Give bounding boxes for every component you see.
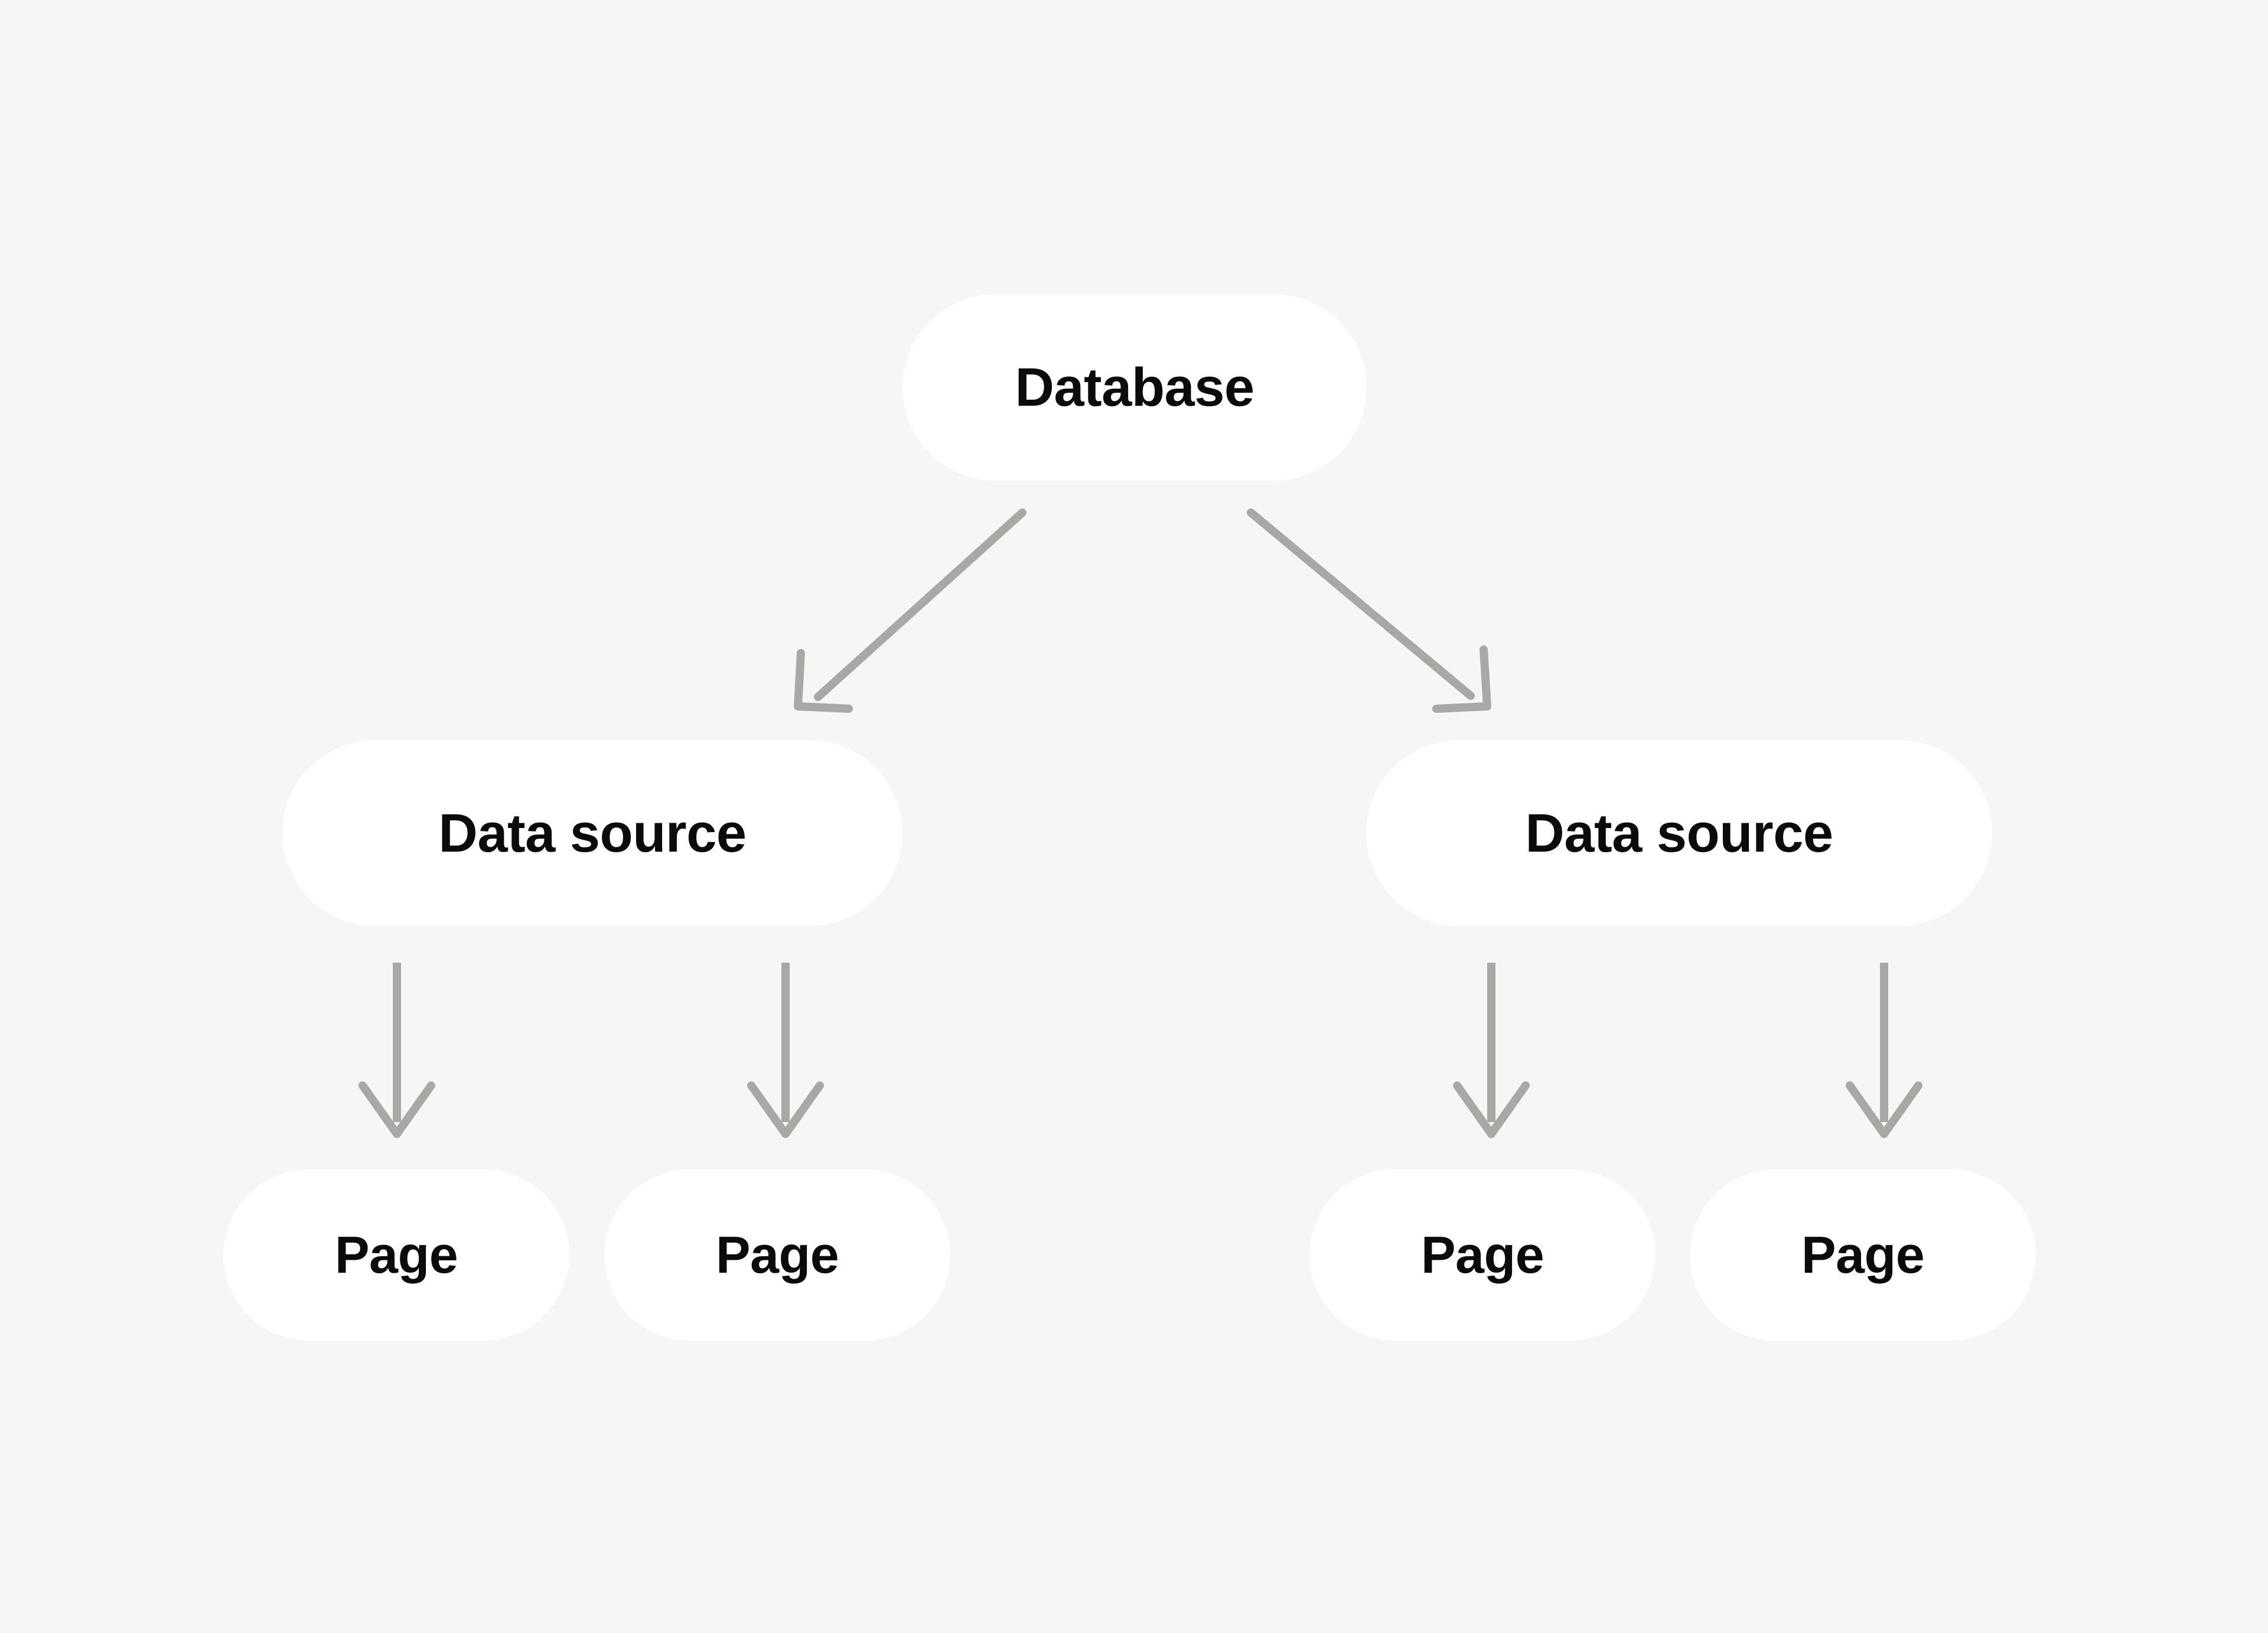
node-page-3-label: Page xyxy=(1420,1225,1544,1284)
edge-line-db-ds-left xyxy=(814,509,1027,701)
node-page-4-label: Page xyxy=(1801,1225,1925,1284)
node-page-2-label: Page xyxy=(715,1225,839,1284)
arrowhead-db-ds-left xyxy=(794,649,853,713)
node-page-4[interactable]: Page xyxy=(1690,1169,2036,1341)
arrowhead-db-ds-right xyxy=(1432,646,1491,713)
node-data-source-right-label: Data source xyxy=(1525,803,1833,863)
edge-database-to-data-source-right xyxy=(1247,509,1491,713)
edge-data-source-right-to-page-4 xyxy=(1846,963,1922,1138)
arrowhead-dsl-page-2 xyxy=(747,1081,824,1138)
node-database-label: Database xyxy=(1015,357,1254,418)
node-data-source-right[interactable]: Data source xyxy=(1366,740,1992,926)
node-page-1[interactable]: Page xyxy=(223,1169,569,1341)
edge-data-source-left-to-page-1 xyxy=(359,963,435,1138)
arrowhead-dsl-page-1 xyxy=(359,1081,435,1138)
arrowhead-dsr-page-3 xyxy=(1453,1081,1530,1138)
edge-line-db-ds-right xyxy=(1247,509,1475,700)
node-page-2[interactable]: Page xyxy=(604,1169,950,1341)
node-data-source-left-label: Data source xyxy=(438,803,747,863)
edge-data-source-right-to-page-3 xyxy=(1453,963,1530,1138)
edge-database-to-data-source-left xyxy=(794,509,1027,713)
arrowhead-dsr-page-4 xyxy=(1846,1081,1922,1138)
node-page-3[interactable]: Page xyxy=(1309,1169,1656,1341)
node-page-1-label: Page xyxy=(334,1225,458,1284)
node-database[interactable]: Database xyxy=(902,294,1367,481)
edge-data-source-left-to-page-2 xyxy=(747,963,824,1138)
node-data-source-left[interactable]: Data source xyxy=(282,740,902,926)
